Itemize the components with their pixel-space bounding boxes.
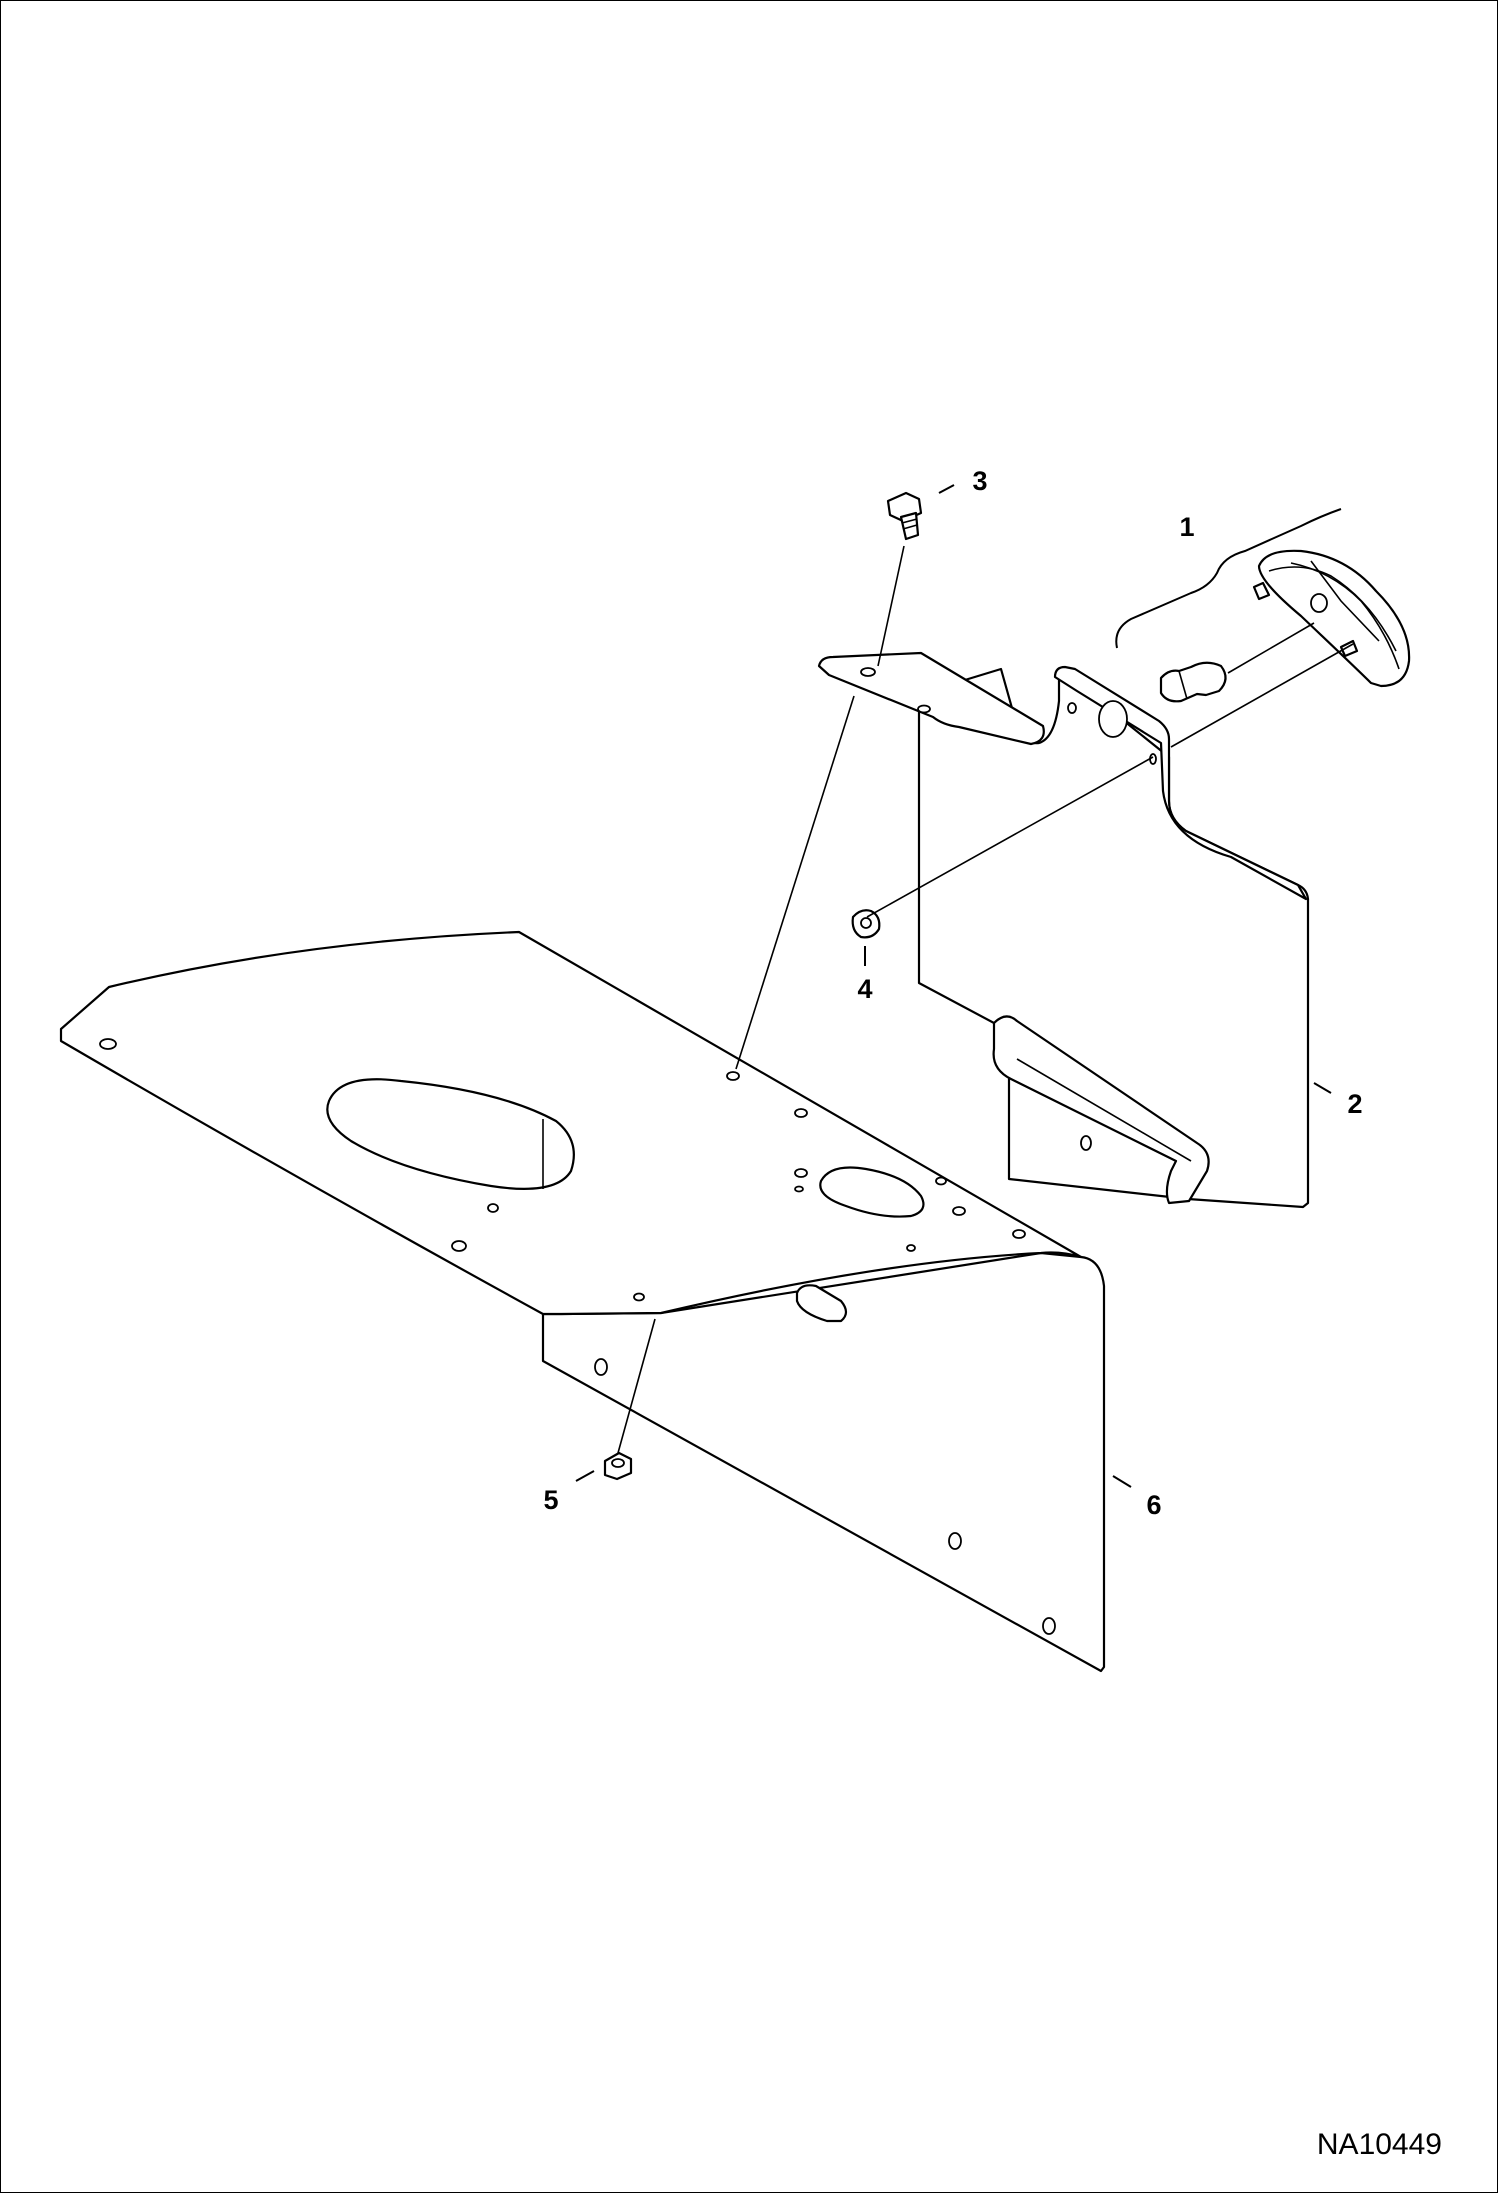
mounting-bracket-part-2 [817,651,1310,1209]
callout-5: 5 [543,1485,558,1515]
callout-3: 3 [972,466,987,496]
light-assembly-part-1 [1115,508,1411,703]
leader-lines [575,484,1332,1488]
drawing-code: NA10449 [1317,2128,1442,2161]
assembly-lines [617,545,1354,1454]
mounting-plate-part-6 [59,930,1106,1673]
nut-part-4 [851,909,881,939]
callout-4: 4 [857,974,872,1004]
callout-6: 6 [1146,1490,1161,1520]
callout-1: 1 [1179,512,1194,542]
bolt-part-3 [886,491,923,541]
callout-2: 2 [1347,1089,1362,1119]
nut-part-5 [603,1451,633,1481]
